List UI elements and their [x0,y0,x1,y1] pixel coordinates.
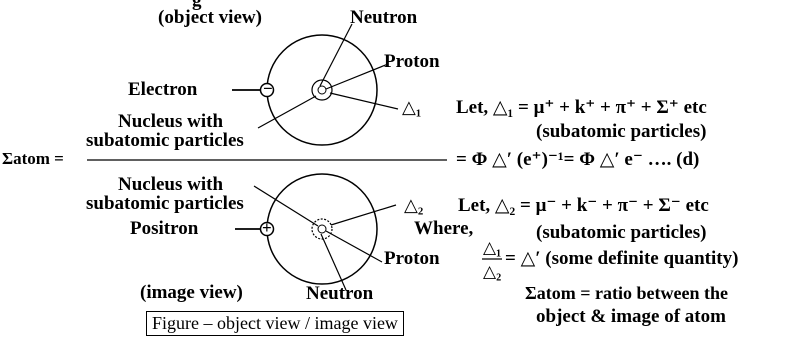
subatomic-1: (subatomic particles) [536,121,707,142]
positron-particle [259,221,275,237]
object-proton-pointer [325,63,389,90]
object-delta-pointer [329,92,399,110]
object-neutron-label: Neutron [350,7,418,28]
image-view-label: (image view) [140,282,243,303]
image-delta-label: △₂ [404,195,424,215]
header-fragment: g [192,0,202,11]
sigma-def-2: object & image of atom [536,306,726,327]
subatomic-2: (subatomic particles) [536,222,707,243]
object-atom-orbit [266,34,378,146]
sigma-atom-lhs: Σatom = [2,149,64,168]
electron-particle [259,82,275,98]
where-label: Where, [414,218,474,239]
image-nucleus-label-1: Nucleus with [118,174,224,195]
object-nucleus-inner [317,85,327,95]
object-view-label: (object view) [158,7,262,28]
image-neutron-label: Neutron [306,283,374,304]
electron-label: Electron [128,79,198,100]
figure-caption: Figure – object view / image view [146,311,404,336]
image-delta-pointer [330,204,397,226]
image-nucleus-inner [317,224,327,234]
ratio-numerator: △₁ [483,238,502,257]
object-delta-label: △₁ [402,97,422,117]
object-nucleus-label-1: Nucleus with [118,111,224,132]
image-proton-label: Proton [384,248,440,269]
positron-label: Positron [130,218,199,239]
object-nucleus-pointer [257,95,317,129]
sigma-def-1: Σatom = ratio between the [525,283,728,303]
image-proton-pointer [325,230,383,263]
let-delta2: Let, △₂ = μ⁻ + k⁻ + π⁻ + Σ⁻ etc [458,195,709,216]
ratio-denominator: △₂ [483,262,502,281]
object-nucleus-label-2: subatomic particles [86,130,244,151]
object-proton-label: Proton [384,51,440,72]
image-neutron-pointer [320,233,347,291]
main-equation: = Φ △′ (e⁺)⁻¹= Φ △′ e⁻ …. (d) [456,149,700,170]
positron-symbol: + [262,218,272,237]
object-neutron-pointer [319,23,353,87]
electron-symbol: − [263,79,273,98]
let-delta1: Let, △₁ = μ⁺ + k⁺ + π⁺ + Σ⁺ etc [456,97,707,118]
object-nucleus [311,79,333,101]
image-nucleus-pointer [253,185,319,227]
ratio-rhs: = △′ (some definite quantity) [505,248,739,269]
image-atom-orbit [266,173,378,285]
image-nucleus-label-2: subatomic particles [86,193,244,214]
image-nucleus [311,218,333,240]
